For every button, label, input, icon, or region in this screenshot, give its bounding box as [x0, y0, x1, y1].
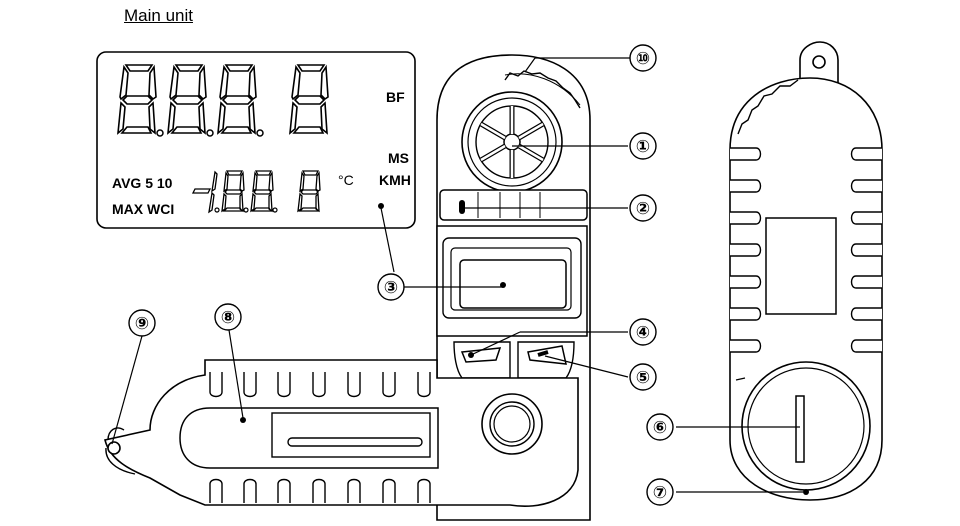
callout-8: ⑧: [214, 303, 242, 331]
svg-text:⑨: ⑨: [135, 314, 149, 333]
battery-cover[interactable]: [735, 361, 871, 491]
svg-text:⑧: ⑧: [221, 308, 235, 327]
callout-4: ④: [629, 318, 657, 346]
lcd-avg-label: AVG 5 10: [112, 175, 173, 191]
svg-text:⑦: ⑦: [653, 483, 667, 502]
callout-7: ⑦: [646, 478, 674, 506]
callout-6: ⑥: [646, 413, 674, 441]
callout-5: ⑤: [629, 363, 657, 391]
lcd-bf-label: BF: [386, 89, 405, 105]
lcd-sub-digits: [191, 170, 321, 214]
protective-cover: [104, 359, 579, 507]
lcd-max-wci-label: MAX WCI: [112, 201, 174, 217]
svg-text:⑤: ⑤: [636, 368, 650, 387]
back-unit: [729, 41, 883, 501]
front-display-window: [436, 225, 588, 337]
callout-2: ②: [629, 194, 657, 222]
temperature-sensor-strip: [439, 189, 588, 221]
lcd-display: BF MS KMH AVG 5 10 MAX WCI °C: [96, 51, 416, 229]
callout-9: ⑨: [128, 309, 156, 337]
svg-text:①: ①: [636, 137, 650, 156]
svg-text:⑩: ⑩: [636, 49, 650, 68]
lcd-kmh-label: KMH: [379, 172, 411, 188]
svg-text:④: ④: [636, 323, 650, 342]
lcd-ms-label: MS: [388, 150, 409, 166]
lcd-main-digits: [117, 64, 329, 137]
lcd-celsius-label: °C: [338, 172, 354, 188]
callout-1: ①: [629, 132, 657, 160]
svg-text:②: ②: [636, 199, 650, 218]
power-button[interactable]: [460, 347, 502, 363]
callouts: [111, 57, 803, 493]
lcd-indicator-dot: [378, 203, 384, 209]
callout-3: ③: [377, 273, 405, 301]
callout-10: ⑩: [629, 44, 657, 72]
svg-text:⑥: ⑥: [653, 418, 667, 437]
page-title: Main unit: [124, 6, 193, 25]
svg-text:③: ③: [384, 278, 398, 297]
